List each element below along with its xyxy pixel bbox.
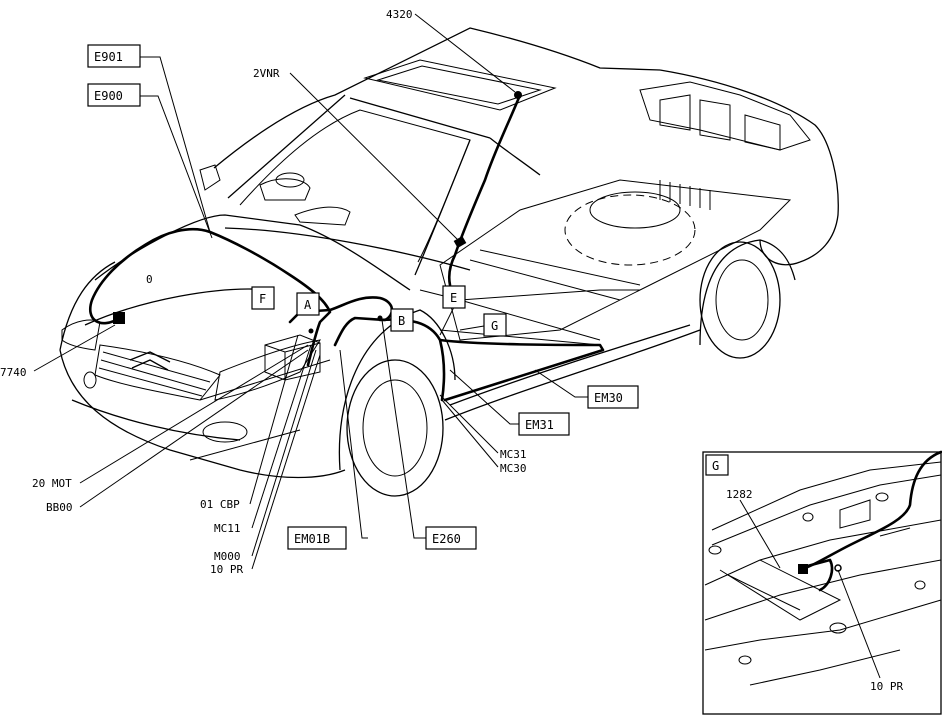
label-mc11: MC11 [214, 522, 241, 535]
label-m000: M000 [214, 550, 241, 563]
point-a: A [304, 298, 312, 312]
inset-tag-g: G [712, 459, 719, 473]
box-e260: E260 [432, 532, 461, 546]
point-b: B [398, 314, 405, 328]
label-10-pr: 10 PR [210, 563, 243, 576]
boxed-labels: E901 E900 EM30 EM31 EM01B E260 [87, 44, 639, 550]
harness-pillar [447, 93, 522, 287]
label-2vnr: 2VNR [253, 67, 280, 80]
label-7740: 7740 [0, 366, 27, 379]
harness-central [288, 296, 394, 347]
box-em01b: EM01B [294, 532, 330, 546]
point-e: E [450, 291, 457, 305]
inset-panel-g: G 1282 10 PR [702, 450, 942, 715]
car-body [59, 27, 839, 497]
label-bb00: BB00 [46, 501, 73, 514]
label-mc31: MC31 [500, 448, 527, 461]
box-e900: E900 [94, 89, 123, 103]
part-labels: 4320 2VNR 7740 20 MOT BB00 01 CBP MC11 M… [0, 8, 527, 576]
label-4320: 4320 [386, 8, 413, 21]
label-10-pr-inset: 10 PR [870, 680, 903, 693]
label-1282: 1282 [726, 488, 753, 501]
point-markers: F A B E G [251, 285, 507, 337]
wiring-harness [89, 91, 605, 402]
connector-4320 [514, 91, 522, 99]
harness-front [89, 228, 332, 367]
label-mc30: MC30 [500, 462, 527, 475]
point-f: F [259, 292, 266, 306]
box-em30: EM30 [594, 391, 623, 405]
box-e901: E901 [94, 50, 123, 64]
leader-lines [33, 13, 588, 570]
point-g: G [491, 319, 498, 333]
label-01-cbp: 01 CBP [200, 498, 240, 511]
label-20-mot: 20 MOT [32, 477, 72, 490]
label-0: 0 [146, 273, 153, 286]
box-em31: EM31 [525, 418, 554, 432]
connector-7740 [113, 312, 125, 324]
